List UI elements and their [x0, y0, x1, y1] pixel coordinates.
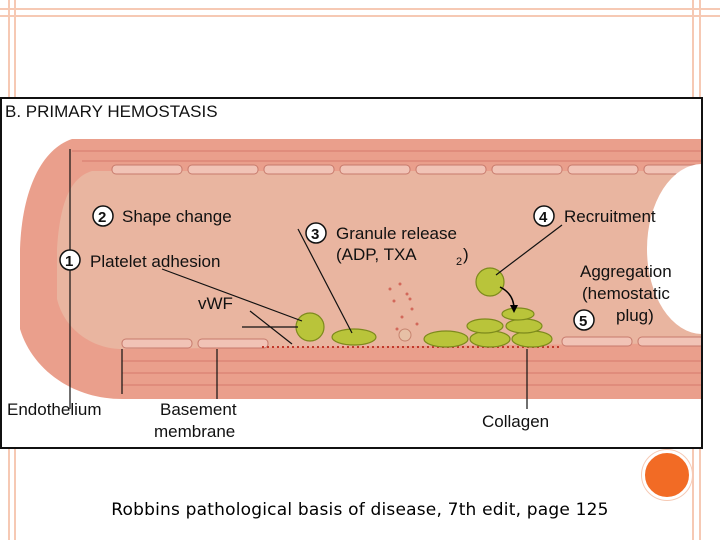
hemostasis-figure: B. PRIMARY HEMOSTASIS 2 Shape change 1 P…: [0, 97, 703, 449]
step-4-badge: [533, 205, 555, 227]
step-5-badge: [573, 309, 595, 331]
figure-caption: Robbins pathological basis of disease, 7…: [111, 500, 609, 520]
figure-title: B. PRIMARY HEMOSTASIS: [5, 102, 218, 121]
platelet-granule: [398, 328, 412, 342]
step-3-badge: [305, 222, 327, 244]
step-3-number: 3: [311, 226, 319, 243]
slide-border-top: [0, 8, 720, 10]
leader-lines: [69, 149, 563, 409]
platelet: [511, 330, 553, 348]
slide-border-top-inner: [0, 15, 720, 17]
platelets: [295, 267, 553, 348]
platelet: [423, 330, 469, 348]
vwf-label: vWF: [198, 294, 233, 313]
platelet-adhered: [295, 312, 325, 342]
aggregation-line1: Aggregation: [580, 262, 672, 281]
step-1-number: 1: [65, 253, 73, 270]
platelet-recruited: [475, 267, 505, 297]
step-2-label: Shape change: [122, 207, 232, 226]
txa-subscript: 2: [456, 256, 462, 268]
step-4-label: Recruitment: [564, 207, 656, 226]
granule-dots: [388, 282, 419, 331]
step-5-number: 5: [579, 313, 587, 330]
step-3-close-paren: ): [463, 245, 469, 264]
endothelium-top: [111, 164, 701, 175]
platelet: [469, 330, 511, 348]
step-2-number: 2: [98, 209, 106, 226]
step-3-label: Granule release: [336, 224, 457, 243]
endothelium-bottom: [121, 336, 701, 349]
step-1-badge: [59, 249, 81, 271]
step-5-label: plug): [616, 306, 654, 325]
vessel-opening: [647, 164, 701, 334]
endothelium-label: Endothelium: [7, 400, 102, 419]
collagen-label: Collagen: [482, 412, 549, 431]
platelet-shape-change: [331, 328, 377, 346]
hemostasis-diagram: B. PRIMARY HEMOSTASIS 2 Shape change 1 P…: [5, 102, 701, 441]
step-1-label: Platelet adhesion: [90, 252, 220, 271]
platelet: [505, 318, 543, 334]
step-2-badge: [92, 205, 114, 227]
platelet: [466, 318, 504, 334]
platelet: [501, 307, 535, 321]
arrow-head: [510, 305, 518, 313]
step-3-sublabel: (ADP, TXA: [336, 245, 417, 264]
basement-label-1: Basement: [160, 400, 237, 419]
basement-label-2: membrane: [154, 422, 235, 441]
aggregation-line2: (hemostatic: [582, 284, 670, 303]
slide-accent-dot: [642, 450, 692, 500]
step-4-number: 4: [539, 209, 548, 226]
